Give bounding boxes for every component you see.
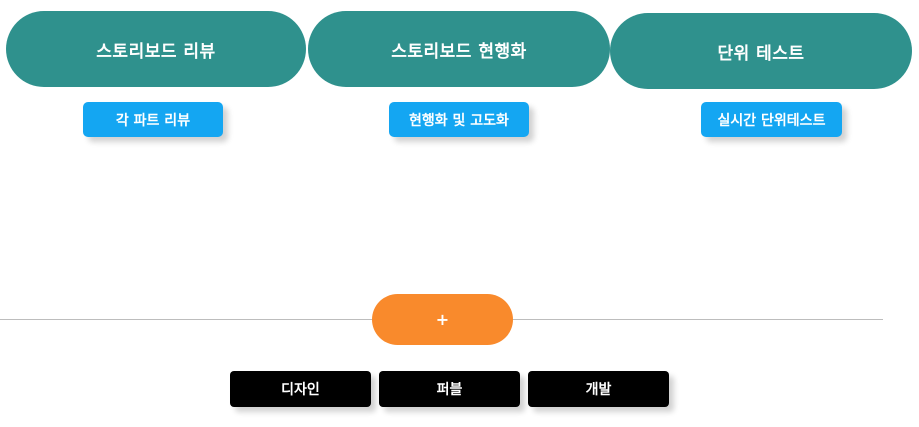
task-part-review-button[interactable]: 각 파트 리뷰 [83, 102, 223, 137]
stage-storyboard-review[interactable]: 스토리보드 리뷰 [6, 11, 306, 87]
task-realtime-unit-test-button[interactable]: 실시간 단위테스트 [701, 102, 842, 137]
stage-label: 스토리보드 리뷰 [96, 41, 216, 62]
team-design-button[interactable]: 디자인 [230, 371, 371, 407]
task-label: 각 파트 리뷰 [115, 112, 191, 129]
task-label: 현행화 및 고도화 [409, 112, 509, 129]
task-update-advance-button[interactable]: 현행화 및 고도화 [389, 102, 529, 137]
task-label: 실시간 단위테스트 [717, 112, 826, 129]
team-label: 디자인 [281, 382, 320, 398]
team-development-button[interactable]: 개발 [528, 371, 669, 407]
stage-label: 스토리보드 현행화 [391, 41, 527, 62]
team-label: 퍼블 [436, 382, 463, 398]
team-publishing-button[interactable]: 퍼블 [379, 371, 520, 407]
stage-unit-test[interactable]: 단위 테스트 [610, 13, 912, 89]
add-button[interactable]: + [372, 294, 513, 345]
plus-icon: + [435, 310, 450, 329]
stage-label: 단위 테스트 [717, 43, 805, 64]
team-label: 개발 [585, 382, 612, 398]
stage-storyboard-update[interactable]: 스토리보드 현행화 [308, 11, 610, 87]
